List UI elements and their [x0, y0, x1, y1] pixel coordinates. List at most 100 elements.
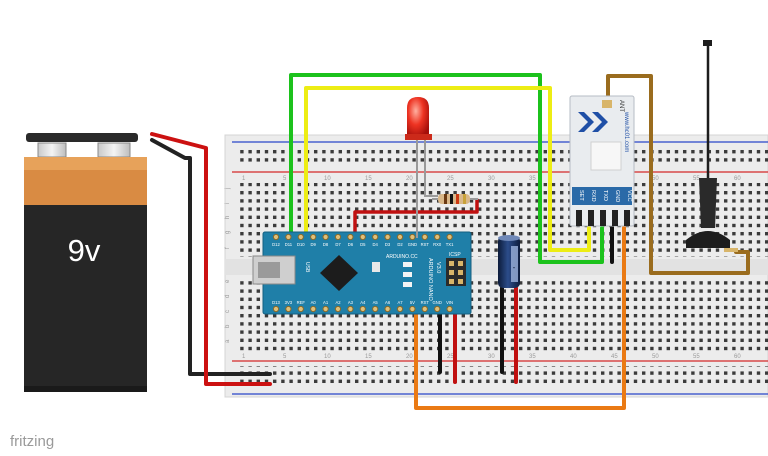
arduino-pin-label: A6 — [385, 300, 391, 305]
arduino-pin-pad — [347, 305, 354, 313]
arduino-pin-pad — [310, 305, 317, 313]
column-number: 5 — [283, 176, 287, 182]
red-led — [405, 97, 438, 238]
arduino-pin-label: VIN — [446, 300, 453, 305]
wire-black-battery — [150, 138, 272, 376]
arduino-pin-label: RST — [421, 300, 430, 305]
column-number: 10 — [324, 354, 331, 360]
wire-brown-antenna — [606, 74, 750, 275]
column-number: 60 — [734, 354, 741, 360]
arduino-nano: ARDUINO.CC ARDUINO NANO V3.0 ICSP USB D1… — [252, 231, 472, 315]
radio-pin — [576, 210, 582, 226]
arduino-pin-label: A7 — [397, 300, 403, 305]
column-number: 35 — [529, 354, 536, 360]
arduino-pin-pad — [347, 233, 354, 241]
arduino-pin-pad — [434, 233, 441, 241]
wire-orange — [414, 226, 626, 410]
arduino-pin-label: D12 — [272, 242, 280, 247]
arduino-pin-pad — [334, 233, 342, 241]
arduino-pin-label: REF — [297, 300, 306, 305]
column-number: 55 — [693, 176, 700, 182]
column-number: 35 — [529, 176, 536, 182]
arduino-pin-label: D5 — [360, 242, 366, 247]
column-number: 45 — [611, 354, 618, 360]
arduino-pin-label: D7 — [335, 242, 341, 247]
row-letter: a — [225, 339, 231, 343]
radio-pin — [612, 210, 618, 226]
radio-pin-label: VCC — [626, 190, 632, 202]
column-number: 30 — [488, 354, 495, 360]
arduino-pin-label: 3V3 — [285, 300, 293, 305]
radio-pin-label: RXD — [590, 190, 596, 202]
arduino-pin-label: D6 — [348, 242, 354, 247]
column-number: 20 — [406, 354, 413, 360]
capacitor-polarity: - — [513, 263, 516, 272]
column-number: 60 — [734, 176, 741, 182]
column-number: 1 — [242, 354, 246, 360]
arduino-pin-label: GND — [408, 242, 417, 247]
arduino-pin-label: TX1 — [446, 242, 454, 247]
arduino-pin-pad — [384, 233, 391, 241]
arduino-pin-label: A0 — [311, 300, 317, 305]
arduino-pin-pad — [285, 305, 292, 313]
arduino-pin-pad — [297, 233, 304, 241]
arduino-pin-pad — [446, 233, 453, 241]
column-number: 50 — [652, 354, 659, 360]
fritzing-watermark: fritzing — [10, 433, 54, 450]
radio-pin — [624, 210, 630, 226]
column-number: 10 — [324, 176, 331, 182]
arduino-pin-label: D2 — [397, 242, 403, 247]
arduino-pin-label: 5V — [410, 300, 415, 305]
arduino-pin-pad — [384, 305, 391, 313]
radio-pin-label: TXD — [602, 190, 608, 201]
arduino-pin-label: A1 — [323, 300, 329, 305]
arduino-pin-pad — [272, 233, 280, 241]
row-letter: i — [225, 203, 231, 204]
arduino-pin-pad — [409, 305, 416, 313]
arduino-pin-pad — [421, 305, 428, 313]
arduino-pin-pad — [421, 233, 428, 241]
electrolytic-capacitor: - — [498, 235, 520, 288]
arduino-pin-label: A2 — [335, 300, 341, 305]
arduino-pin-pad — [396, 233, 404, 241]
arduino-pin-label: D4 — [373, 242, 379, 247]
column-number: 15 — [365, 176, 372, 182]
arduino-pin-pad — [285, 233, 292, 241]
wire-yellow — [304, 86, 591, 252]
column-number: 25 — [447, 176, 454, 182]
row-letter: b — [225, 324, 231, 328]
column-number: 40 — [570, 354, 577, 360]
arduino-pin-pad — [297, 305, 304, 313]
column-number: 15 — [365, 354, 372, 360]
arduino-pin-label: A4 — [360, 300, 366, 305]
row-letter: e — [225, 279, 231, 283]
row-letter: h — [225, 216, 231, 219]
column-number: 55 — [693, 354, 700, 360]
arduino-pin-label: D9 — [311, 242, 317, 247]
arduino-pin-label: GND — [433, 300, 442, 305]
arduino-pin-pad — [372, 233, 379, 241]
arduino-version: V3.0 — [435, 262, 441, 273]
arduino-pin-pad — [434, 305, 441, 313]
arduino-pin-pad — [310, 233, 317, 241]
column-number: 5 — [283, 354, 287, 360]
column-number: 25 — [447, 354, 454, 360]
arduino-pin-pad — [359, 305, 366, 313]
row-letter: g — [225, 231, 231, 234]
arduino-pin-label: RST — [421, 242, 430, 247]
radio-pin — [600, 210, 606, 226]
column-number: 1 — [242, 176, 246, 182]
arduino-pin-label: A5 — [373, 300, 379, 305]
arduino-pin-label: D10 — [297, 242, 305, 247]
column-number: 50 — [652, 176, 659, 182]
radio-pin — [588, 210, 594, 226]
antenna — [686, 40, 738, 252]
radio-pin-label: GND — [614, 190, 620, 202]
arduino-pin-label: D13 — [272, 300, 280, 305]
icsp-header — [446, 258, 466, 286]
